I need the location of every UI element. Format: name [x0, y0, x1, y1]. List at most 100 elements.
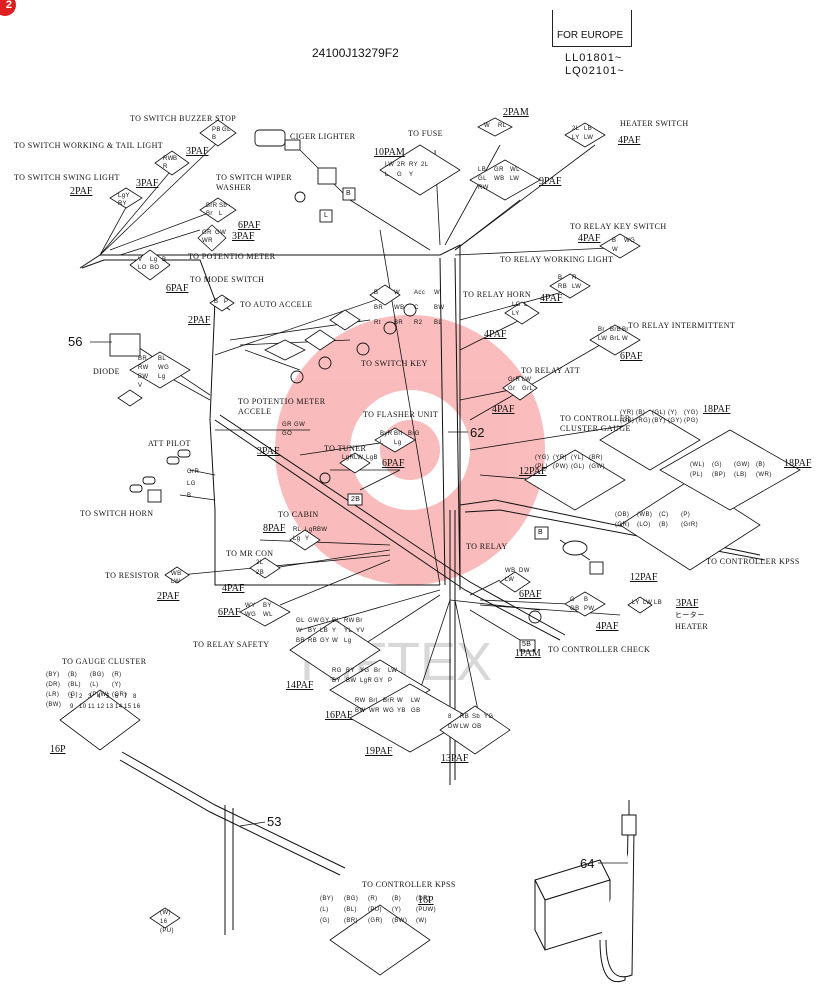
- pin-gauge-nums: 2: [79, 694, 83, 700]
- pin-c18b-top: (WR): [756, 472, 772, 478]
- pin-inter-relay: BrB: [610, 327, 622, 333]
- pin-fuse: RY: [409, 162, 419, 168]
- pin-p19: YB: [397, 708, 406, 714]
- part-number-64: 64: [580, 856, 595, 871]
- pin-c12a: (PW): [553, 464, 569, 470]
- pin-p16: BY: [346, 668, 355, 674]
- region-label: FOR EUROPE: [557, 30, 624, 41]
- serial-range-1: LL01801~: [565, 52, 623, 64]
- pin-gauge-nums: 16: [133, 704, 141, 710]
- pin-horn-relay: LY: [512, 311, 520, 317]
- connector-2paf-auto: 2PAF: [188, 315, 211, 326]
- pin-p19: LW: [411, 698, 421, 704]
- label-relay-intermittent: TO RELAY INTERMITTENT: [628, 321, 736, 330]
- pin-wiper: Br: [206, 211, 213, 217]
- pin-cabin: RL: [293, 527, 302, 533]
- label-mode-switch: TO MODE SWITCH: [190, 275, 265, 284]
- pin-kpss-pins: (R): [368, 896, 378, 902]
- pin-gauge-nums: 7: [124, 694, 128, 700]
- pin-pam9: RW: [478, 185, 489, 191]
- pin-key: W: [394, 290, 401, 296]
- pin-cabin: BW: [317, 527, 328, 533]
- pin-lone-pins: (PU): [160, 928, 174, 934]
- pin-relay: LW: [505, 577, 515, 583]
- pin-lone-pins: 16: [160, 919, 168, 925]
- pin-gauge-nums: 6: [115, 694, 119, 700]
- label-controller-cluster-gauge: TO CONTROLLER CLUSTER GAUGE: [560, 414, 631, 433]
- leader-lines: [90, 341, 628, 864]
- pin-inter-relay: Br: [598, 327, 605, 333]
- pin-safety: BY: [263, 603, 272, 609]
- pin-p13: Sb: [472, 714, 481, 720]
- label-heater: HEATER: [675, 622, 709, 631]
- pin-flasher: ByR: [380, 431, 393, 437]
- pin-gauge-pins: (B): [68, 672, 78, 678]
- pin-c18b-top: (BP): [712, 472, 726, 478]
- pin-key-relay: B: [612, 238, 617, 244]
- label-switch-horn: TO SWITCH HORN: [80, 509, 154, 518]
- connector-4paf-relay: 4PAF: [596, 621, 619, 632]
- label-gauge-cluster: TO GAUGE CLUSTER: [62, 657, 147, 666]
- pin-key-relay: WG: [624, 238, 636, 244]
- connector-8paf: 8PAF: [263, 523, 286, 534]
- pin-c12a: (YL): [571, 455, 584, 461]
- connector-4paf-key: 4PAF: [578, 233, 601, 244]
- pin-inter-relay: W: [622, 336, 629, 342]
- cigar-lighter-icon: [254, 129, 301, 151]
- pin-gauge-pins: (Y): [112, 682, 122, 688]
- pin-horn-relay: L: [524, 302, 528, 308]
- label-potentio-meter: TO POTENTIO METER: [188, 252, 276, 261]
- pin-resistor: LW: [171, 579, 181, 585]
- pin-kpss-pins: (PU): [368, 907, 382, 913]
- pin-diode: BW: [138, 374, 149, 380]
- pin-gauge-nums: 10: [79, 704, 87, 710]
- pin-kpss-pins: (BG): [344, 896, 359, 902]
- pin-p13: RB: [460, 714, 470, 720]
- pin-cabin: Y: [305, 536, 310, 542]
- pin-working: B: [173, 156, 178, 162]
- pin-gauge-nums: 13: [106, 704, 114, 710]
- label-to-mr-con: TO MR CON: [226, 549, 274, 558]
- drawing-number: 24100J13279F2: [312, 46, 399, 60]
- pin-c18a-top: (PG): [684, 418, 699, 424]
- pin-buzzer: PB: [212, 127, 221, 133]
- label-controller-check: TO CONTROLLER CHECK: [548, 645, 651, 654]
- pin-fuse: 2R: [397, 162, 406, 168]
- pin-p16: LW: [388, 668, 398, 674]
- pin-fuse: Y: [409, 172, 414, 178]
- connector-2pam: 2PAM: [503, 107, 529, 118]
- pin-att-pilot: B: [187, 493, 192, 499]
- pin-fuse: 2L: [421, 162, 429, 168]
- pin-mrcon: 2L: [256, 560, 264, 566]
- part-number-56: 56: [68, 334, 83, 349]
- pin-flasher: L: [380, 440, 384, 446]
- connector-3paf-buzzer: 3PAF: [186, 146, 209, 157]
- pin-relay-c: G: [570, 597, 576, 603]
- pin-p14: LB: [320, 628, 329, 634]
- pin-p19: W: [397, 698, 404, 704]
- pin-p19: Brl: [369, 698, 378, 704]
- pin-tuner: LgB: [366, 455, 378, 461]
- pin-check: 5B: [522, 641, 532, 648]
- pin-working-relay: LW: [572, 284, 582, 290]
- pin-fuse-b: B: [346, 190, 352, 197]
- pin-mode: BO: [150, 265, 160, 271]
- label-switch-working-tail: TO SWITCH WORKING & TAIL LIGHT: [14, 141, 164, 150]
- pin-heater: 2L: [572, 126, 580, 132]
- pin-key: R2: [414, 320, 423, 326]
- branch-wires: [99, 139, 661, 721]
- pin-c12b: (WB): [637, 512, 653, 518]
- pin-p14: Lg: [344, 638, 352, 644]
- pin-p16: GY: [374, 678, 384, 684]
- pin-pam9: LW: [510, 176, 520, 182]
- pin-key: BR: [394, 320, 404, 326]
- ring-terminals: [290, 191, 542, 624]
- pin-heater-pins: LB: [654, 600, 663, 606]
- pin-c12b: (P): [681, 512, 691, 518]
- label-to-cabin: TO CABIN: [278, 510, 319, 519]
- pin-c18b-top: (G): [712, 462, 722, 468]
- label-heater-switch: HEATER SWITCH: [620, 119, 689, 128]
- pin-gauge-nums: 12: [97, 704, 105, 710]
- pin-accele: GO: [282, 431, 293, 437]
- pin-p14: Br: [356, 618, 363, 624]
